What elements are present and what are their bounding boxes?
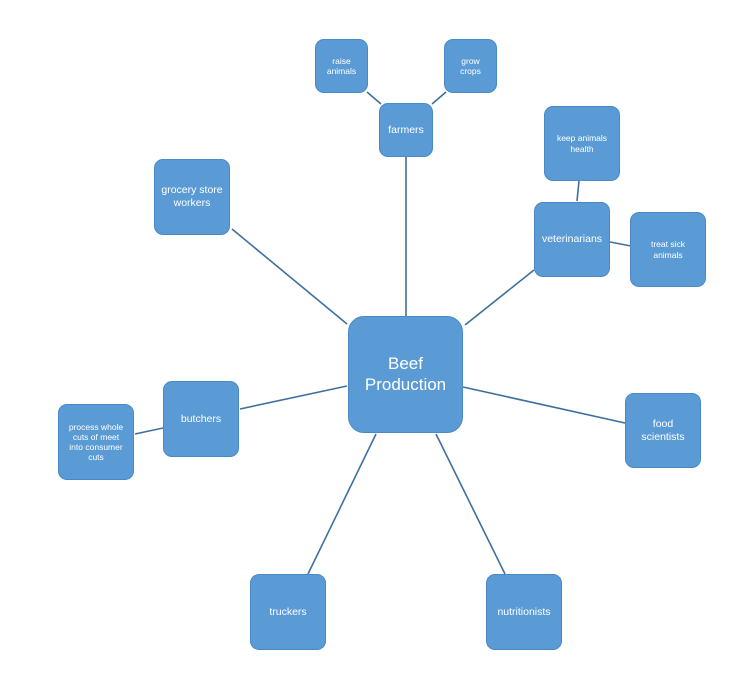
node-nutritionists: nutritionists xyxy=(486,574,562,650)
node-veterinarians: veterinarians xyxy=(534,202,610,277)
connector-farmers-raise-animals xyxy=(366,91,382,105)
node-grocery-store-workers: grocery store workers xyxy=(154,159,230,235)
connector-veterinarians-keep-healthy xyxy=(576,180,580,202)
food-scientists-label: food scientists xyxy=(641,417,685,443)
node-truckers: truckers xyxy=(250,574,326,650)
connector-veterinarians-treat-sick xyxy=(609,241,632,247)
node-grow-crops: grow crops xyxy=(444,39,497,93)
node-butchers: butchers xyxy=(163,381,239,457)
node-treat-sick-animals: treat sick animals xyxy=(630,212,706,287)
keep-animals-health-label: keep animals health xyxy=(556,133,608,154)
connector-center-truckers xyxy=(307,433,377,575)
process-whole-cuts-label: process whole cuts of meet into consumer… xyxy=(68,421,124,463)
connector-center-butchers xyxy=(239,385,348,410)
node-food-scientists: food scientists xyxy=(625,393,701,468)
node-process-whole-cuts: process whole cuts of meet into consumer… xyxy=(58,404,134,480)
veterinarians-label: veterinarians xyxy=(541,233,603,246)
node-farmers: farmers xyxy=(379,103,433,157)
treat-sick-animals-label: treat sick animals xyxy=(650,239,685,260)
grocery-store-workers-label: grocery store workers xyxy=(161,184,223,209)
center-node-label: Beef Production xyxy=(364,354,447,394)
farmers-label: farmers xyxy=(388,123,424,136)
node-keep-animals-health: keep animals health xyxy=(544,106,620,181)
connector-center-food-scientists xyxy=(462,386,626,424)
connector-center-veterinarians xyxy=(464,269,535,326)
connector-center-nutritionists xyxy=(435,433,506,575)
raise-animals-label: raise animals xyxy=(326,55,357,76)
truckers-label: truckers xyxy=(269,605,307,618)
grow-crops-label: grow crops xyxy=(460,55,481,76)
node-raise-animals: raise animals xyxy=(315,39,368,93)
butchers-label: butchers xyxy=(180,412,222,425)
connector-center-grocery xyxy=(231,228,348,325)
connector-butchers-process xyxy=(134,427,164,435)
center-node-beef-production: Beef Production xyxy=(348,316,463,433)
connector-farmers-grow-crops xyxy=(431,91,447,105)
nutritionists-label: nutritionists xyxy=(497,605,551,618)
